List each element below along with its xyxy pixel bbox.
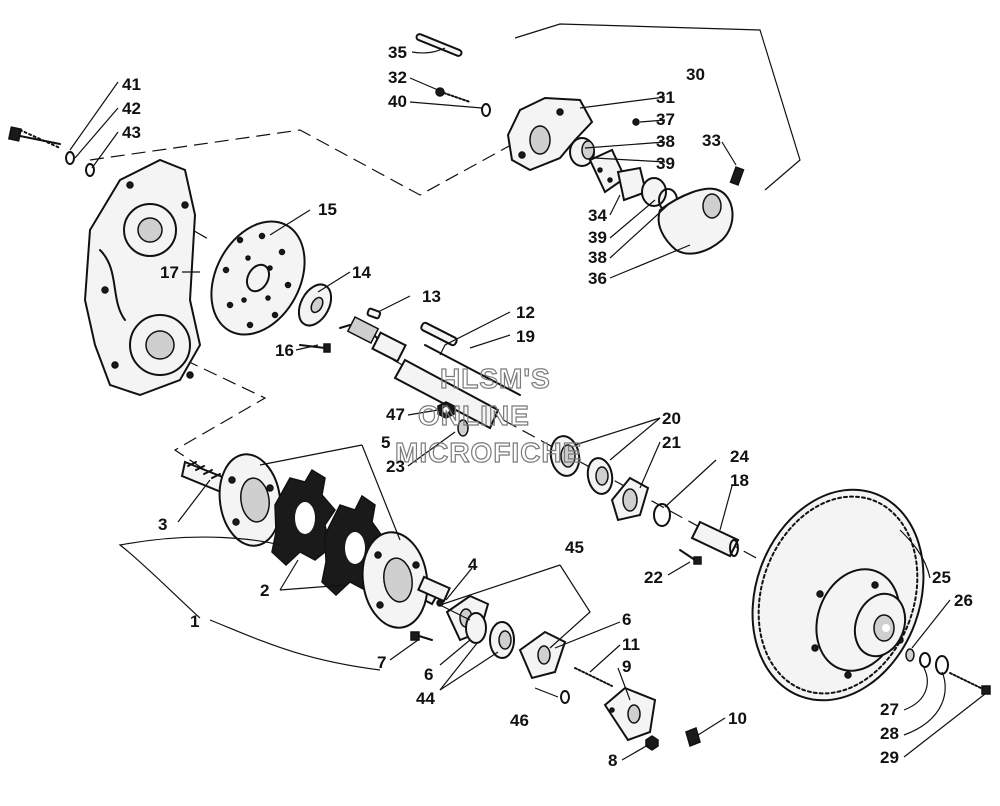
- watermark-line-2: ONLINE: [418, 400, 530, 431]
- callout-30: 30: [686, 65, 705, 84]
- flange-bolt: [679, 549, 702, 565]
- callout-13: 13: [422, 287, 441, 306]
- callout-8: 8: [608, 751, 617, 770]
- drive-shaft: [339, 315, 521, 430]
- callout-26: 26: [954, 591, 973, 610]
- callout-14: 14: [352, 263, 371, 282]
- spacer-tube: [690, 520, 740, 558]
- callout-10: 10: [728, 709, 747, 728]
- callout-38b: 38: [588, 248, 607, 267]
- callout-37: 37: [656, 110, 675, 129]
- locknut: [645, 735, 659, 751]
- caliper-bolt: [435, 87, 491, 117]
- speedometer-shaft: [574, 667, 613, 687]
- caliper-body: [506, 96, 594, 172]
- seal: [653, 503, 671, 527]
- callout-39a: 39: [656, 154, 675, 173]
- callout-5: 5: [381, 433, 390, 452]
- callout-6a: 6: [424, 665, 433, 684]
- callout-15: 15: [318, 200, 337, 219]
- brake-hub: [297, 283, 333, 353]
- callout-27: 27: [880, 700, 899, 719]
- nut: [437, 401, 455, 419]
- callout-34: 34: [588, 206, 607, 225]
- callout-24: 24: [730, 447, 749, 466]
- bleeder-valve: [632, 118, 640, 126]
- sensor-housing: [603, 686, 657, 742]
- callout-32: 32: [388, 68, 407, 87]
- sensor-washer: [560, 690, 570, 704]
- callout-16: 16: [275, 341, 294, 360]
- callout-42: 42: [122, 99, 141, 118]
- callout-46: 46: [510, 711, 529, 730]
- callout-45: 45: [565, 538, 584, 557]
- callout-21: 21: [662, 433, 681, 452]
- callout-35: 35: [388, 43, 407, 62]
- callout-41: 41: [122, 75, 141, 94]
- callout-6b: 6: [622, 610, 631, 629]
- callout-28: 28: [880, 724, 899, 743]
- callout-3: 3: [158, 515, 167, 534]
- watermark: HLSM'S ONLINE MICROFICHE: [394, 362, 582, 468]
- caliper-group-bracket: [514, 23, 801, 191]
- callout-47: 47: [386, 405, 405, 424]
- callout-43: 43: [122, 123, 141, 142]
- watermark-line-3: MICROFICHE: [395, 437, 582, 468]
- callout-31: 31: [656, 88, 675, 107]
- callout-36: 36: [588, 269, 607, 288]
- callout-labels: 41 42 43 15 17 14 16 13 12 19 47 5 23 20…: [122, 43, 973, 770]
- driven-pulley: [751, 488, 925, 702]
- spacer-washer: [457, 419, 469, 437]
- pulley-bolt: [949, 672, 991, 695]
- callout-39b: 39: [588, 228, 607, 247]
- caliper-pin: [415, 33, 463, 57]
- piston: [569, 137, 595, 167]
- pulley-hub: [853, 592, 907, 658]
- axle-bolt: [410, 631, 433, 641]
- callout-7: 7: [377, 653, 386, 672]
- leader-lines: [69, 47, 986, 761]
- callout-44: 44: [416, 689, 435, 708]
- shaft-key: [366, 307, 382, 320]
- callout-22: 22: [644, 568, 663, 587]
- callout-9: 9: [622, 657, 631, 676]
- callout-1: 1: [190, 612, 199, 631]
- callout-25: 25: [932, 568, 951, 587]
- callout-20: 20: [662, 409, 681, 428]
- callout-29: 29: [880, 748, 899, 767]
- callout-2: 2: [260, 581, 269, 600]
- pulley-spacer: [905, 648, 915, 662]
- watermark-line-1: HLSM'S: [440, 363, 551, 394]
- callout-38a: 38: [656, 132, 675, 151]
- bearing-flange: [610, 476, 650, 522]
- callout-17: 17: [160, 263, 179, 282]
- track-sprocket-a: [271, 468, 336, 567]
- callout-19: 19: [516, 327, 535, 346]
- callout-23: 23: [386, 457, 405, 476]
- drive-wheel-outer: [361, 531, 429, 629]
- chaincase-housing: [83, 158, 202, 397]
- brake-pads: [588, 148, 648, 202]
- drive-wheel-inner: [218, 453, 282, 547]
- axle-bearing-flange-outer: [518, 630, 567, 680]
- brake-disc: [210, 220, 306, 336]
- axle-end: [417, 575, 451, 603]
- grease-fitting: [685, 726, 701, 748]
- callout-4: 4: [468, 555, 478, 574]
- callout-40: 40: [388, 92, 407, 111]
- caliper-housing: [657, 187, 734, 255]
- callout-18: 18: [730, 471, 749, 490]
- brake-fitting: [729, 166, 745, 186]
- bearing-pair: [549, 435, 614, 495]
- axle-bearings: [465, 612, 515, 659]
- callout-33: 33: [702, 131, 721, 150]
- callout-12: 12: [516, 303, 535, 322]
- callout-11: 11: [622, 635, 640, 654]
- pulley-washers: [919, 652, 949, 675]
- housing-bolt: [7, 126, 95, 177]
